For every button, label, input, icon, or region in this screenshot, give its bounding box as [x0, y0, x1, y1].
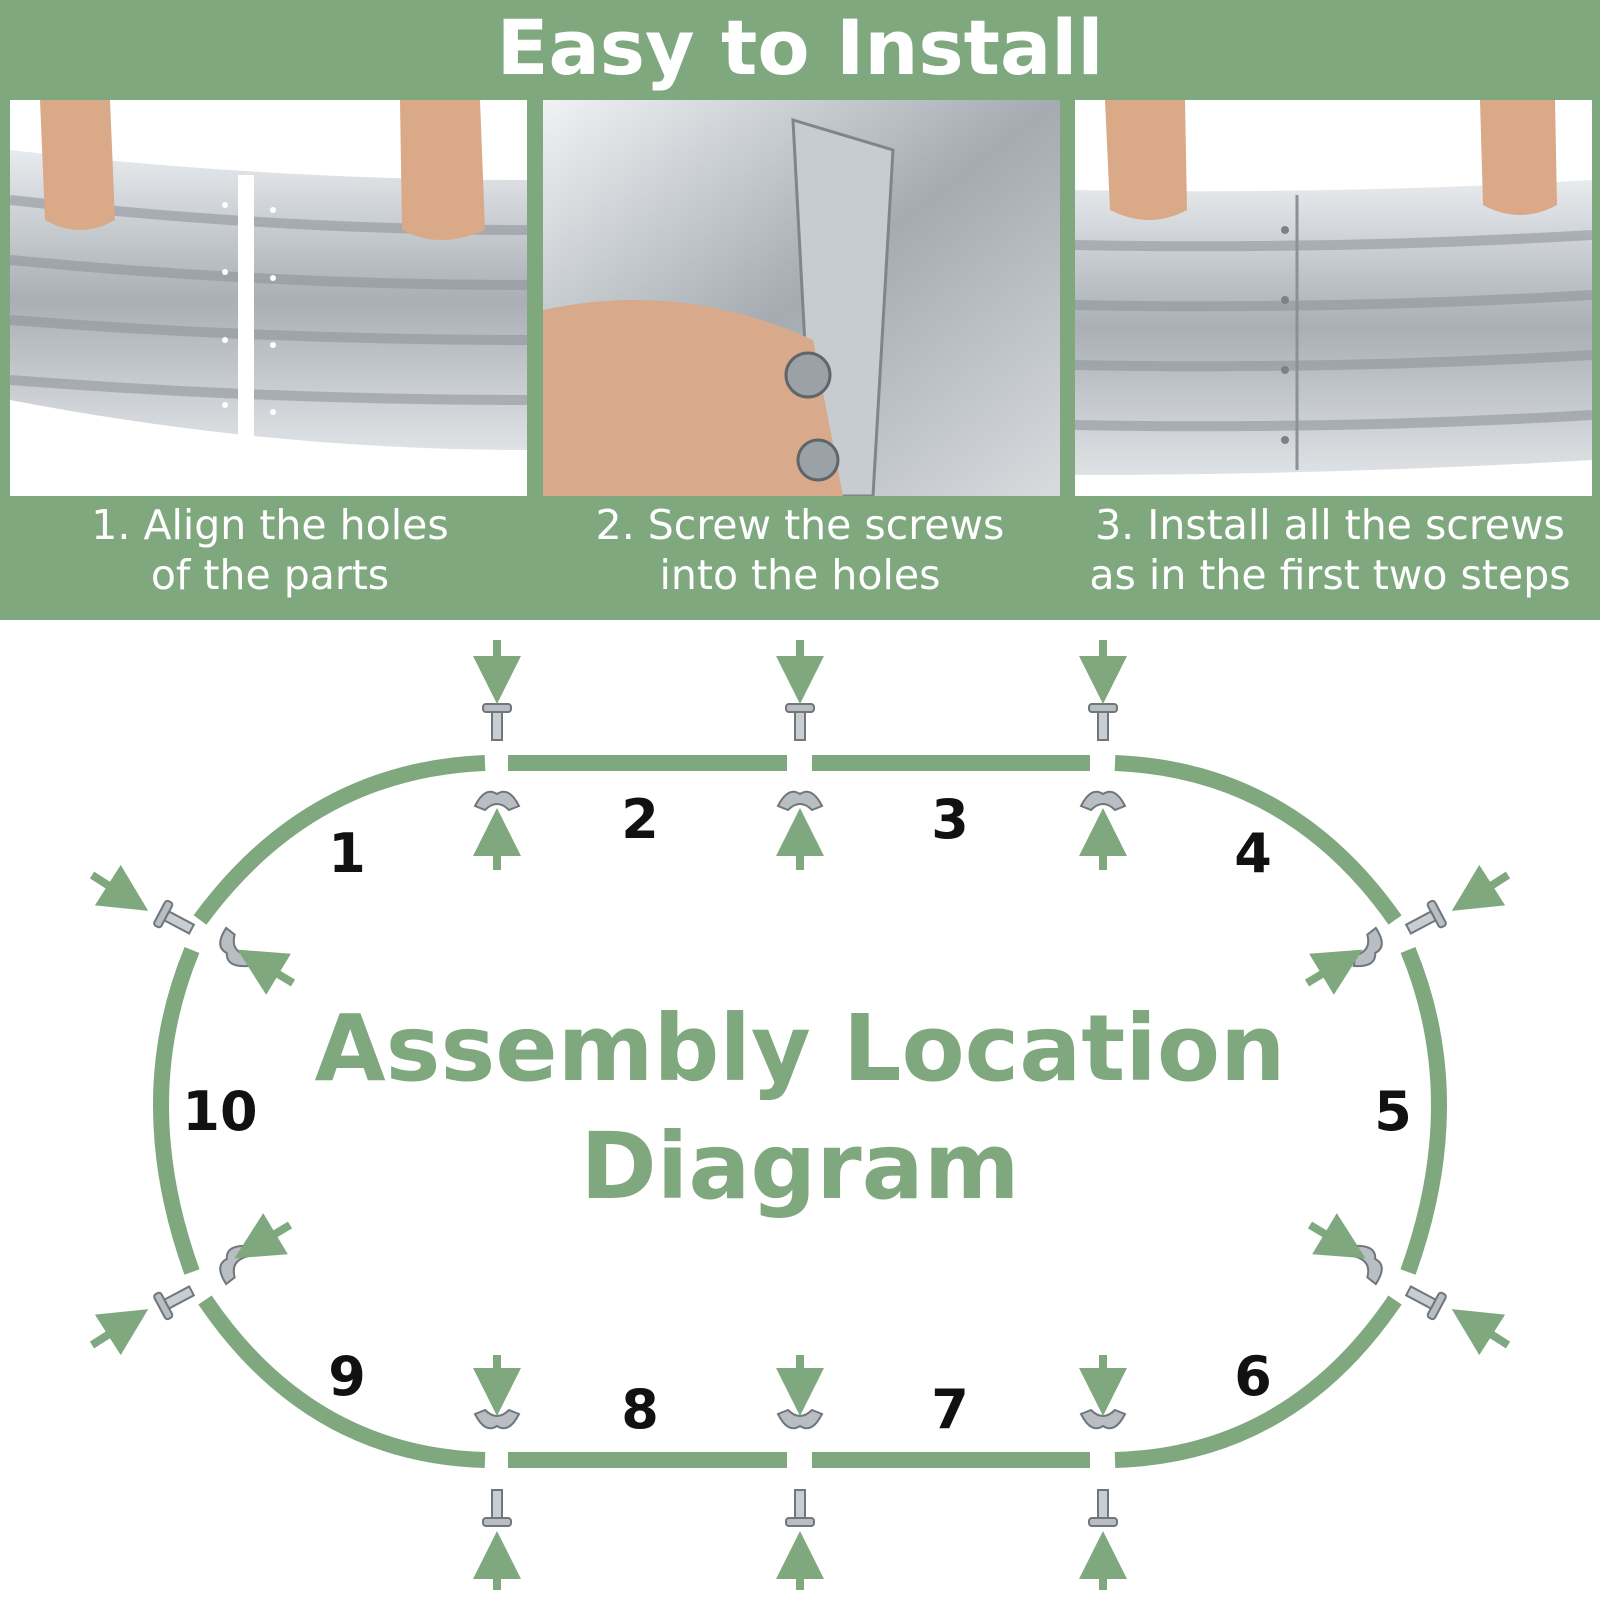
- segment-5-label: 5: [1374, 1080, 1412, 1143]
- diagram-title-line2: Diagram: [580, 1113, 1020, 1220]
- segment-8-label: 8: [621, 1378, 659, 1441]
- bolt-icon: [1400, 898, 1448, 943]
- assembly-arrows: [89, 640, 1511, 1590]
- segment-10-panel: [153, 946, 200, 1275]
- arrow-icon: [89, 1309, 149, 1356]
- arrow-icon: [234, 1213, 293, 1259]
- bolt-icon: [785, 1489, 815, 1527]
- segment-2-label: 2: [621, 788, 659, 851]
- bolt-icon: [482, 1489, 512, 1527]
- wing-nut-icon: [212, 924, 253, 975]
- wing-nut-icon: [1080, 1409, 1126, 1430]
- page-title: Easy to Install: [496, 3, 1104, 92]
- bolt-icon: [1088, 1489, 1118, 1527]
- step-1-caption: 1. Align the holes of the parts: [0, 500, 540, 600]
- bolt-icon: [482, 703, 512, 741]
- wing-nut-icon: [777, 790, 823, 811]
- step-3-panel-illustration: [1075, 100, 1592, 475]
- step-1-photo: [10, 100, 527, 496]
- segment-1-label: 1: [328, 822, 366, 885]
- wing-nut-icon: [1349, 1237, 1390, 1288]
- diagram-title: Assembly Location Diagram: [300, 990, 1300, 1226]
- segment-6-label: 6: [1234, 1345, 1272, 1408]
- wing-nut-icon: [777, 1409, 823, 1430]
- bolt-icon: [1088, 703, 1118, 741]
- step-2-caption-line1: 2. Screw the screws: [595, 501, 1005, 549]
- segment-numbers: 1 2 3 4 5 6 7 8 9 10: [182, 788, 1411, 1441]
- wing-nut-icon: [1080, 790, 1126, 811]
- step-3-caption-line2: as in the first two steps: [1089, 551, 1571, 599]
- segment-9-label: 9: [328, 1345, 366, 1408]
- segment-10-label: 10: [182, 1080, 257, 1143]
- bolt-icon: [152, 1277, 200, 1322]
- arrow-icon: [1451, 864, 1511, 911]
- wing-nut-icon: [474, 1409, 520, 1430]
- arrow-icon: [89, 864, 149, 911]
- segment-5-panel: [1400, 946, 1447, 1275]
- diagram-title-line1: Assembly Location: [314, 995, 1286, 1102]
- wing-nut-icon: [474, 790, 520, 811]
- step-2-caption-line2: into the holes: [659, 551, 941, 599]
- step-3-photo: [1075, 100, 1592, 496]
- step-2-caption: 2. Screw the screws into the holes: [530, 500, 1070, 600]
- step-3-caption-line1: 3. Install all the screws: [1095, 501, 1565, 549]
- segment-6-panel: [1114, 1295, 1402, 1468]
- segment-4-panel: [1114, 755, 1402, 925]
- step-2-photo: [543, 100, 1060, 496]
- wing-nut-icon: [212, 1237, 253, 1288]
- segment-1-panel: [193, 755, 486, 925]
- arrow-icon: [1451, 1309, 1511, 1356]
- bolt-icon: [785, 703, 815, 741]
- bolt-icon: [152, 898, 200, 943]
- step-1-caption-line2: of the parts: [150, 551, 390, 599]
- segment-7-label: 7: [931, 1378, 969, 1441]
- step-1-caption-line1: 1. Align the holes: [91, 501, 449, 549]
- segment-9-panel: [198, 1295, 486, 1468]
- arrow-icon: [1307, 1213, 1366, 1259]
- step-2-screw-illustration: [543, 100, 1060, 496]
- segment-4-label: 4: [1234, 822, 1272, 885]
- assembly-diagram: 1 2 3 4 5 6 7 8 9 10: [89, 640, 1511, 1590]
- step-1-panel-illustration: [10, 100, 527, 450]
- step-3-caption: 3. Install all the screws as in the firs…: [1060, 500, 1600, 600]
- oval-frame: [153, 755, 1447, 1468]
- segment-3-label: 3: [931, 788, 969, 851]
- arrow-icon: [237, 949, 296, 995]
- wing-nut-icon: [1349, 924, 1390, 975]
- bolt-icon: [1400, 1277, 1448, 1322]
- arrow-icon: [1304, 949, 1363, 995]
